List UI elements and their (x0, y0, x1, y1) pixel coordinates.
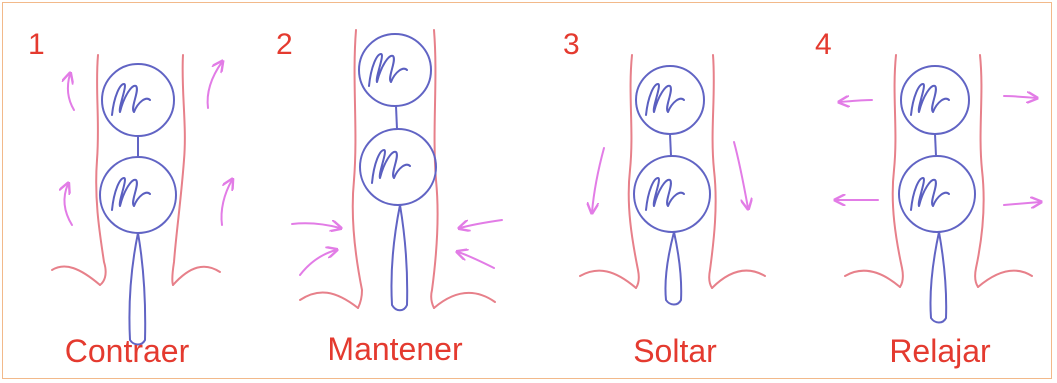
panel-3-balls (634, 66, 710, 305)
panel-1-arrows (65, 62, 232, 225)
panel-3-walls (580, 55, 765, 288)
panel-3-label: Soltar (633, 333, 717, 369)
panel-2-arrows (292, 220, 502, 275)
panel-2-label: Mantener (327, 331, 463, 367)
panel-1-number: 1 (28, 28, 45, 61)
panel-4: 4 Relajar (815, 28, 1040, 369)
panel-4-arrows (836, 96, 1040, 205)
panel-2-number: 2 (276, 28, 293, 61)
panel-3: 3 Soltar (563, 28, 765, 369)
panel-3-number: 3 (563, 28, 580, 61)
panel-4-number: 4 (815, 28, 832, 61)
panel-1: 1 Contraer (28, 28, 232, 369)
panel-2-balls (359, 34, 436, 310)
panel-2: 2 Mantener (276, 28, 502, 367)
panel-4-label: Relajar (889, 333, 991, 369)
panel-4-balls (899, 66, 975, 323)
panel-1-balls (100, 64, 176, 345)
panel-1-label: Contraer (65, 333, 190, 369)
panel-4-walls (845, 55, 1032, 287)
